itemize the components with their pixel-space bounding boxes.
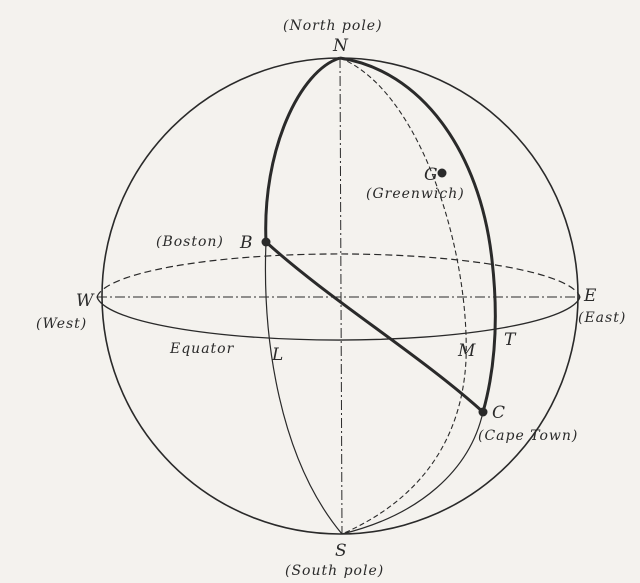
b-label: B [239,233,253,253]
polar-axis [339,57,343,535]
west-label: (West) [36,316,87,332]
boston-meridian-lower [264,241,343,535]
equator-back-half [96,253,581,298]
boston-point [261,237,271,247]
cape-town-meridian-lower [341,411,484,535]
north-capetown-arc [339,56,497,413]
n-label: N [332,36,349,56]
greenwich-point [437,168,447,178]
cape-town-point [478,407,488,417]
north-pole-label: (North pole) [283,18,383,34]
s-label: S [335,541,347,561]
cape-town-label: (Cape Town) [478,428,578,444]
m-label: M [457,341,476,361]
equator-front-half [96,296,581,341]
w-label: W [76,291,95,311]
east-label: (East) [578,310,626,326]
t-label: T [504,330,517,350]
equator-label: Equator [169,341,235,357]
boston-label: (Boston) [156,234,224,250]
l-label: L [271,345,283,365]
greenwich-label: (Greenwich) [366,186,465,202]
greenwich-meridian [339,57,467,535]
e-label: E [583,286,597,306]
sphere-outline [101,57,579,535]
south-pole-label: (South pole) [285,563,384,579]
boston-capetown-arc [264,240,485,414]
boston-north-arc [264,56,341,243]
c-label: C [492,403,505,423]
g-label: G [424,165,438,185]
